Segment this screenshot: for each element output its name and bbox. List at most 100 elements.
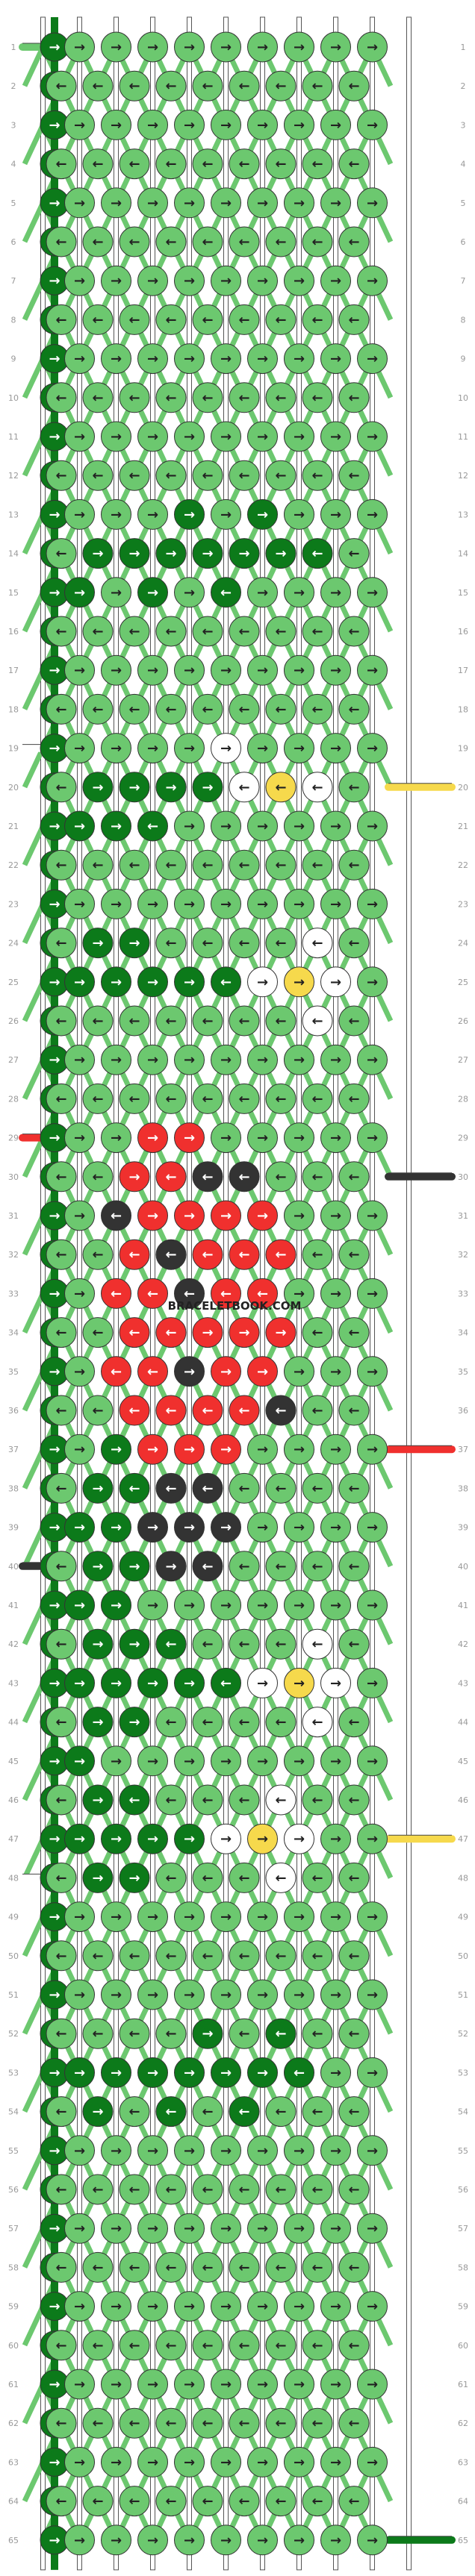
- row-label-right: 18: [458, 704, 468, 714]
- knot-arrow: →: [128, 780, 140, 795]
- knot-arrow: →: [367, 1598, 378, 1613]
- knot-arrow: →: [147, 1598, 158, 1613]
- thread-segment: [22, 279, 46, 321]
- knot-arrow: →: [275, 1325, 286, 1341]
- knot-arrow: ←: [55, 2182, 66, 2198]
- knot-arrow: →: [165, 546, 176, 562]
- knot-arrow: ←: [348, 1091, 359, 1107]
- knot-arrow: →: [294, 2454, 305, 2470]
- knot-arrow: ←: [311, 780, 323, 795]
- knot-arrow: ←: [55, 2104, 66, 2120]
- knot-arrow: →: [128, 936, 140, 951]
- knot-arrow: →: [147, 196, 158, 211]
- knot-arrow: →: [257, 663, 268, 678]
- row-label-right: 33: [458, 1289, 468, 1298]
- knot-arrow: →: [294, 741, 305, 757]
- knot-arrow: →: [49, 40, 60, 55]
- knot-arrow: ←: [92, 390, 103, 406]
- watermark: BRACELETBOOK.COM: [168, 1299, 302, 1313]
- knot-arrow: ←: [238, 2026, 249, 2042]
- row-label-right: 64: [458, 2497, 468, 2507]
- knot-arrow: →: [74, 975, 85, 990]
- knot-arrow: →: [74, 1754, 85, 1769]
- knot-arrow: ←: [128, 2026, 140, 2042]
- row-label-left: 54: [8, 2107, 19, 2117]
- row-label-left: 12: [8, 471, 19, 481]
- knot-arrow: ←: [275, 1792, 286, 1808]
- knot-arrow: ←: [165, 2104, 176, 2120]
- knot-arrow: ←: [165, 78, 176, 94]
- knot-arrow: →: [111, 40, 122, 55]
- thread-segment: [22, 1214, 46, 1256]
- knot-arrow: ←: [165, 857, 176, 873]
- row-label-right: 3: [461, 120, 466, 130]
- knot-arrow: ←: [238, 1559, 249, 1575]
- knot-arrow: →: [92, 2104, 103, 2120]
- knot-arrow: ←: [111, 1364, 122, 1380]
- knot-arrow: ←: [55, 624, 66, 640]
- row-label-left: 10: [8, 393, 19, 403]
- knot-arrow: →: [184, 1442, 195, 1457]
- thread-segment: [22, 1681, 46, 1724]
- knot-arrow: ←: [128, 468, 140, 484]
- knot-arrow: →: [330, 1675, 341, 1691]
- thread-segment: [22, 1916, 46, 1957]
- knot-arrow: →: [257, 196, 268, 211]
- knot-arrow: →: [257, 2533, 268, 2548]
- knot-arrow: →: [74, 1052, 85, 1068]
- knot-arrow: ←: [128, 701, 140, 717]
- knot-arrow: ←: [348, 1870, 359, 1886]
- knot-arrow: ←: [92, 2338, 103, 2354]
- knot-arrow: ←: [311, 2338, 323, 2354]
- knot-arrow: ←: [128, 234, 140, 250]
- knot-arrow: →: [147, 2454, 158, 2470]
- thread-segment: [22, 513, 46, 555]
- row-label-right: 5: [461, 198, 466, 208]
- knot-arrow: →: [220, 1442, 232, 1457]
- knot-arrow: ←: [311, 390, 323, 406]
- knot-arrow: →: [147, 663, 158, 678]
- knot-arrow: →: [92, 1792, 103, 1808]
- thread-segment: [22, 46, 46, 87]
- row-label-left: 28: [8, 1094, 19, 1104]
- knot-arrow: ←: [55, 1169, 66, 1185]
- knot-arrow: ←: [311, 701, 323, 717]
- knot-arrow: ←: [275, 1715, 286, 1731]
- knot-arrow: ←: [92, 2182, 103, 2198]
- knot-arrow: ←: [202, 1792, 213, 1808]
- knot-arrow: →: [111, 1520, 122, 1536]
- knot-arrow: →: [147, 2299, 158, 2315]
- knot-arrow: ←: [128, 312, 140, 328]
- knot-arrow: ←: [202, 2416, 213, 2431]
- knot-arrow: ←: [238, 390, 249, 406]
- knot-arrow: ←: [202, 78, 213, 94]
- knot-arrow: ←: [92, 701, 103, 717]
- row-label-right: 2: [461, 81, 466, 91]
- knot-arrow: ←: [238, 78, 249, 94]
- knot-arrow: →: [367, 507, 378, 522]
- knot-arrow: →: [74, 117, 85, 133]
- knot-arrow: →: [220, 741, 232, 757]
- knot-arrow: ←: [202, 857, 213, 873]
- knot-arrow: ←: [238, 2104, 249, 2120]
- knot-arrow: ←: [348, 624, 359, 640]
- knot-arrow: ←: [348, 701, 359, 717]
- knot-arrow: ←: [92, 157, 103, 172]
- knot-arrow: →: [74, 1131, 85, 1146]
- knot-arrow: ←: [165, 2338, 176, 2354]
- knot-arrow: →: [330, 741, 341, 757]
- knot-arrow: ←: [128, 1091, 140, 1107]
- knot-arrow: →: [147, 1442, 158, 1457]
- row-label-right: 22: [458, 860, 468, 870]
- knot-arrow: →: [184, 1910, 195, 1925]
- row-label-left: 17: [8, 666, 19, 675]
- knot-arrow: ←: [128, 1948, 140, 1964]
- knot-arrow: ←: [348, 1169, 359, 1185]
- knot-arrow: →: [184, 1675, 195, 1691]
- row-label-left: 59: [8, 2302, 19, 2312]
- knot-arrow: →: [367, 2065, 378, 2081]
- knot-arrow: →: [111, 2533, 122, 2548]
- row-label-right: 11: [458, 432, 468, 442]
- knot-arrow: →: [257, 1442, 268, 1457]
- knot-arrow: →: [330, 1598, 341, 1613]
